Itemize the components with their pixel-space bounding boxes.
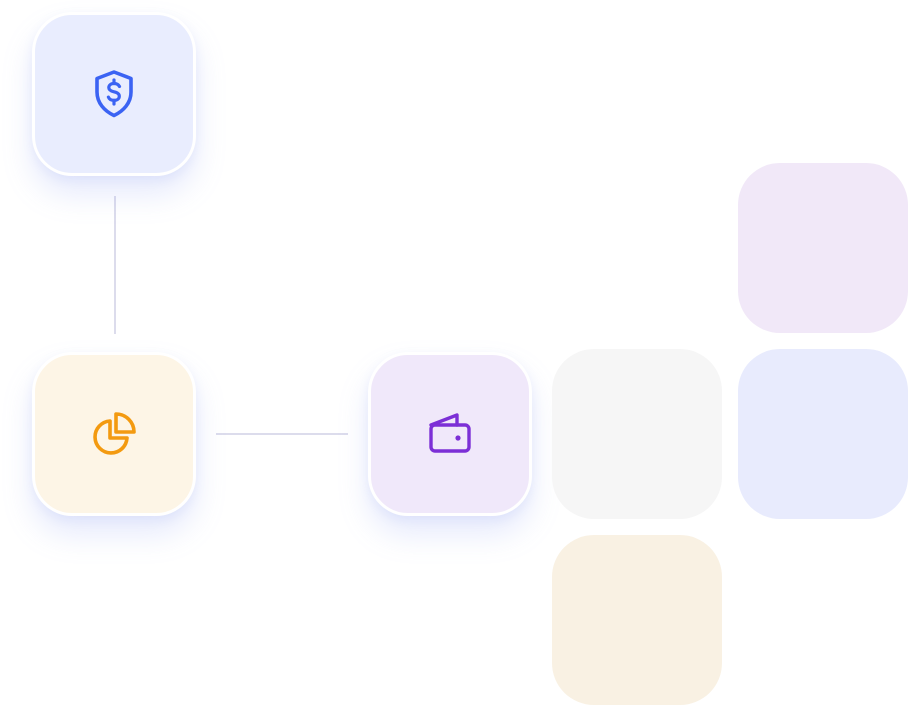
shield-dollar-icon: [92, 69, 136, 119]
shield-tile[interactable]: [32, 12, 196, 176]
wallet-icon: [426, 410, 474, 458]
pie-chart-icon: [88, 408, 140, 460]
pie-chart-tile[interactable]: [32, 352, 196, 516]
wallet-tile[interactable]: [368, 352, 532, 516]
placeholder-tile-beige: [552, 535, 722, 705]
placeholder-tile-blue: [738, 349, 908, 519]
placeholder-tile-gray: [552, 349, 722, 519]
connector-horizontal: [216, 433, 348, 435]
connector-vertical: [114, 196, 116, 334]
placeholder-tile-lavender: [738, 163, 908, 333]
